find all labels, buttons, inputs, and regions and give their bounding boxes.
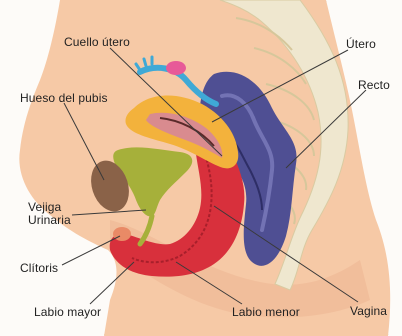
label-utero: Útero [346, 38, 376, 51]
label-recto: Recto [358, 79, 390, 92]
label-vejiga-urinaria: Vejiga Urinaria [28, 201, 98, 227]
label-cuello-utero: Cuello útero [64, 36, 130, 49]
ovary [166, 61, 186, 75]
label-vejiga-line2: Urinaria [28, 214, 98, 227]
clitoris-shape [113, 227, 131, 241]
label-clitoris: Clítoris [20, 262, 58, 275]
label-labio-menor: Labio menor [232, 306, 300, 319]
label-vagina: Vagina [350, 305, 387, 318]
label-labio-mayor: Labio mayor [34, 306, 101, 319]
label-hueso-pubis: Hueso del pubis [20, 92, 108, 105]
